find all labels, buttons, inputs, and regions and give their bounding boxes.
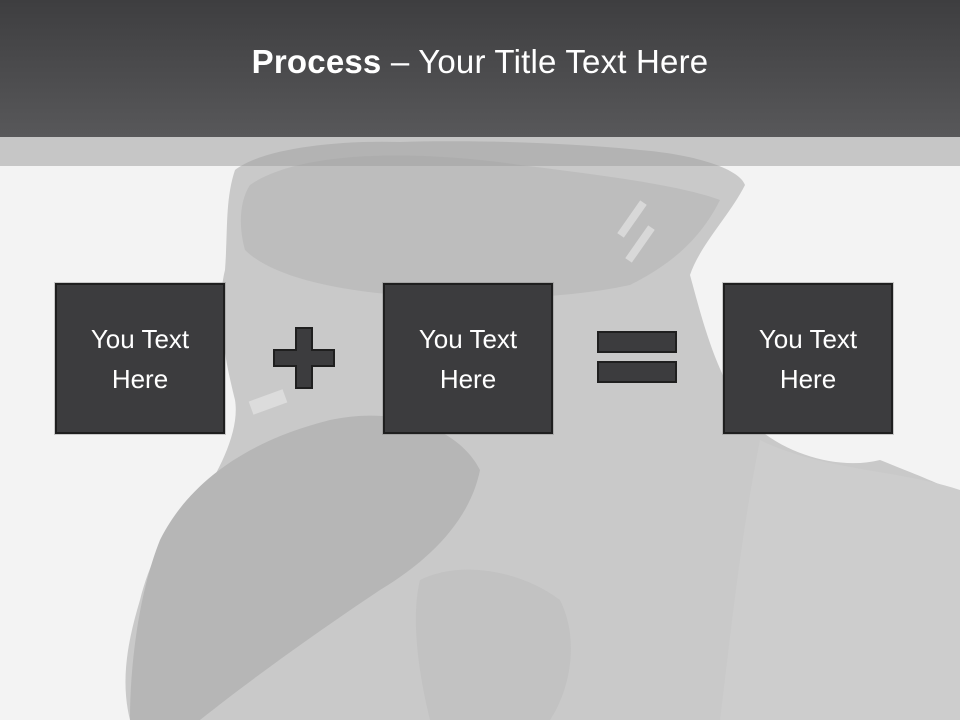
process-box-1-text: You Text Here — [75, 319, 205, 399]
process-box-1-line1: You Text — [90, 323, 190, 354]
title-bold-part: Process — [251, 42, 382, 80]
plus-icon — [273, 327, 335, 389]
slide-title: Process – Your Title Text Here — [252, 43, 709, 81]
title-separator: – — [381, 42, 419, 80]
equals-icon — [597, 331, 677, 383]
process-box-1-line2: Here — [111, 363, 169, 394]
process-box-2-line1: You Text — [418, 323, 518, 354]
process-box-1: You Text Here — [55, 283, 225, 434]
header-subband — [0, 137, 960, 166]
process-box-3-line1: You Text — [758, 323, 858, 354]
process-box-2: You Text Here — [383, 283, 553, 434]
header-bar: Process – Your Title Text Here — [0, 0, 960, 137]
process-box-2-line2: Here — [439, 363, 497, 394]
process-box-3: You Text Here — [723, 283, 893, 434]
process-box-3-line2: Here — [779, 363, 837, 394]
process-box-2-text: You Text Here — [403, 319, 533, 399]
process-box-3-text: You Text Here — [743, 319, 873, 399]
title-rest: Your Title Text Here — [418, 42, 709, 80]
